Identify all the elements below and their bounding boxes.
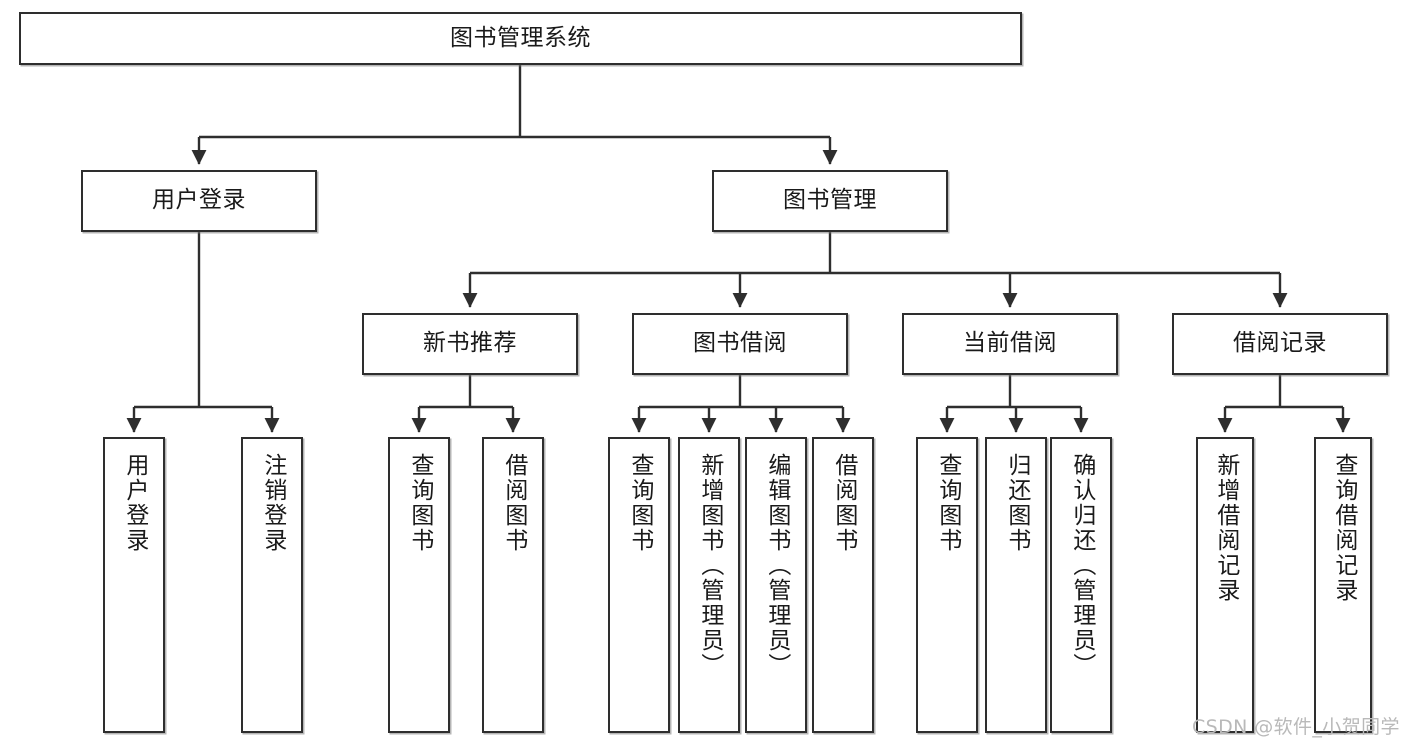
node-label: 注销登录: [259, 453, 286, 553]
node-leaf-borrow-book-2[interactable]: 借阅图书: [812, 437, 874, 733]
node-user-login[interactable]: 用户登录: [81, 170, 317, 232]
node-book-borrow[interactable]: 图书借阅: [632, 313, 848, 375]
node-label: 图书管理: [783, 187, 877, 214]
node-new-book-recommend[interactable]: 新书推荐: [362, 313, 578, 375]
node-leaf-add-record[interactable]: 新增借阅记录: [1196, 437, 1254, 733]
node-label: 图书管理系统: [450, 24, 591, 51]
node-label: 图书借阅: [693, 330, 787, 357]
node-label: 新书推荐: [423, 330, 517, 357]
node-leaf-add-book[interactable]: 新增图书（管理员）: [678, 437, 740, 733]
node-label: 借阅图书: [500, 453, 527, 553]
node-borrow-record[interactable]: 借阅记录: [1172, 313, 1388, 375]
csdn-watermark: CSDN @软件_小贺同学: [1192, 716, 1400, 738]
node-label: 借阅图书: [830, 453, 857, 553]
node-leaf-user-logout[interactable]: 注销登录: [241, 437, 303, 733]
node-label: 归还图书: [1003, 453, 1030, 553]
node-label: 编辑图书（管理员）: [763, 453, 790, 678]
node-book-management[interactable]: 图书管理: [712, 170, 948, 232]
node-label: 查询图书: [626, 453, 653, 553]
node-label: 查询图书: [934, 453, 961, 553]
node-label: 用户登录: [152, 187, 246, 214]
node-label: 借阅记录: [1233, 330, 1327, 357]
node-leaf-borrow-book-1[interactable]: 借阅图书: [482, 437, 544, 733]
node-label: 新增借阅记录: [1212, 453, 1239, 603]
node-root-system[interactable]: 图书管理系统: [19, 12, 1022, 65]
node-label: 新增图书（管理员）: [696, 453, 723, 678]
node-label: 确认归还（管理员）: [1068, 453, 1095, 678]
node-leaf-edit-book[interactable]: 编辑图书（管理员）: [745, 437, 807, 733]
node-leaf-query-book-2[interactable]: 查询图书: [608, 437, 670, 733]
node-label: 查询借阅记录: [1330, 453, 1357, 603]
node-leaf-user-login[interactable]: 用户登录: [103, 437, 165, 733]
node-leaf-query-book-3[interactable]: 查询图书: [916, 437, 978, 733]
node-leaf-confirm-return[interactable]: 确认归还（管理员）: [1050, 437, 1112, 733]
node-leaf-query-book-1[interactable]: 查询图书: [388, 437, 450, 733]
node-label: 当前借阅: [963, 330, 1057, 357]
node-label: 查询图书: [406, 453, 433, 553]
node-leaf-return-book[interactable]: 归还图书: [985, 437, 1047, 733]
node-leaf-query-record[interactable]: 查询借阅记录: [1314, 437, 1372, 733]
node-label: 用户登录: [121, 453, 148, 553]
node-current-borrow[interactable]: 当前借阅: [902, 313, 1118, 375]
